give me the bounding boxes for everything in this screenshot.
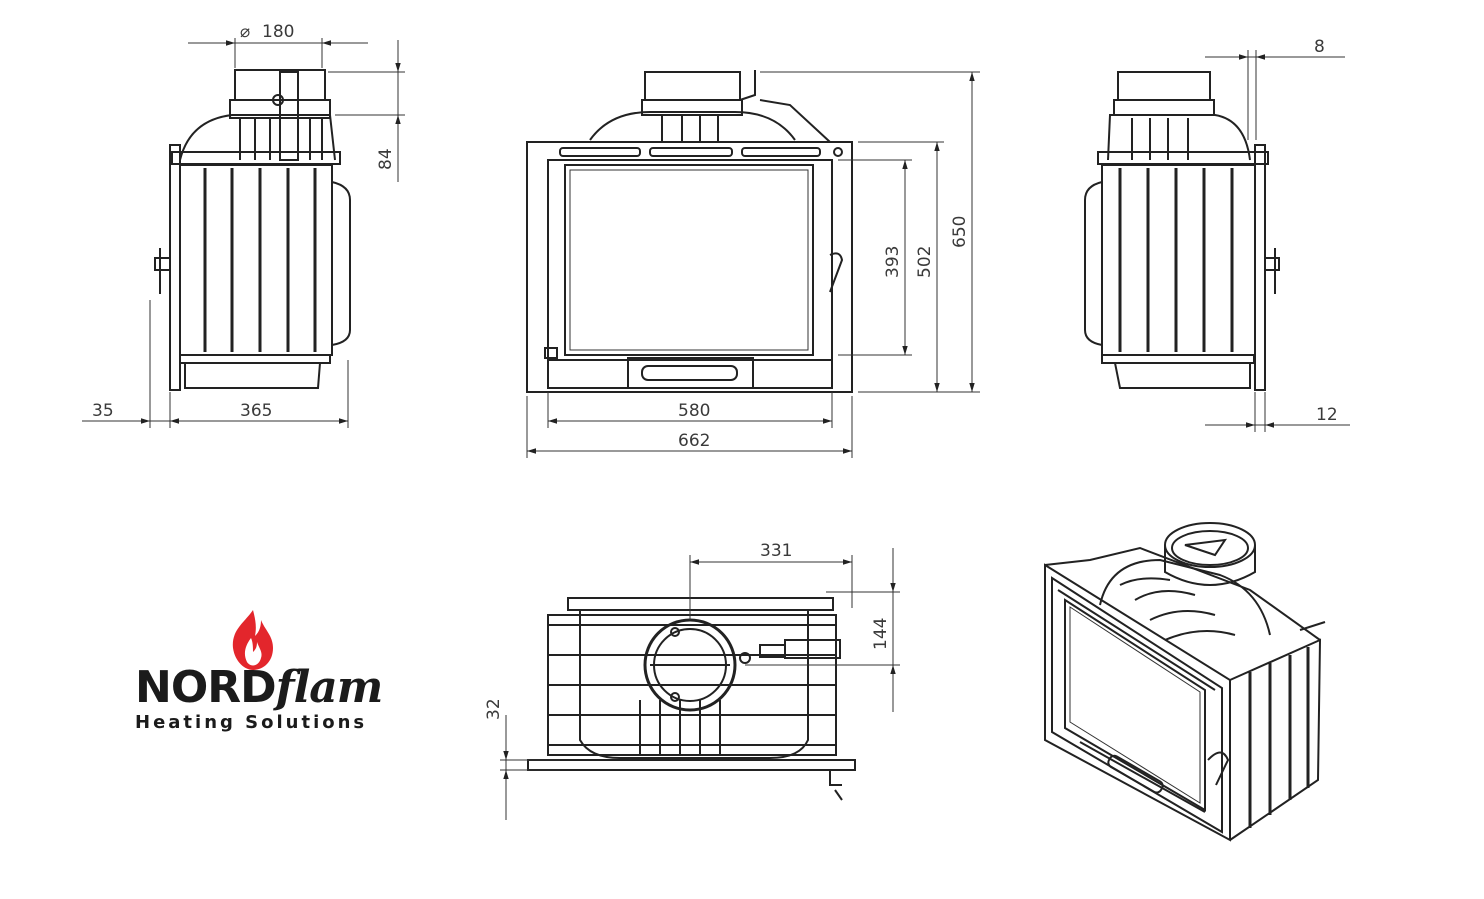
dim-side-offset: 35 [92,401,114,421]
dim-flue-center-x: 331 [760,541,792,561]
dim-total-width: 662 [678,431,710,451]
brand-name-bold: NORD [135,662,277,713]
dim-top-offset: 8 [1314,37,1325,57]
brand-name: NORDflam [135,662,384,713]
dim-flue-center-y: 144 [871,618,891,650]
dim-glass-width: 580 [678,401,710,421]
brand-name-italic: flam [275,662,384,713]
top-view: 331 144 32 [484,541,900,820]
dim-bottom-offset: 12 [1316,405,1338,425]
dim-door-height: 502 [915,246,935,278]
dim-flue-diameter: 180 [262,22,294,42]
dim-flue-height: 84 [376,148,396,170]
brand-tagline: Heating Solutions [135,712,368,733]
side-view-left: ⌀ 180 84 35 365 [82,22,405,428]
dim-depth: 365 [240,401,272,421]
side-view-right: 8 12 [1084,37,1350,432]
front-view: 393 502 650 580 662 [526,70,980,458]
dim-glass-height: 393 [883,246,903,278]
dim-flue-diameter-symbol: ⌀ [240,22,250,42]
isometric-view [1044,522,1326,842]
flame-icon [232,610,273,670]
dim-base-offset: 32 [484,698,504,720]
dim-total-height: 650 [950,216,970,248]
